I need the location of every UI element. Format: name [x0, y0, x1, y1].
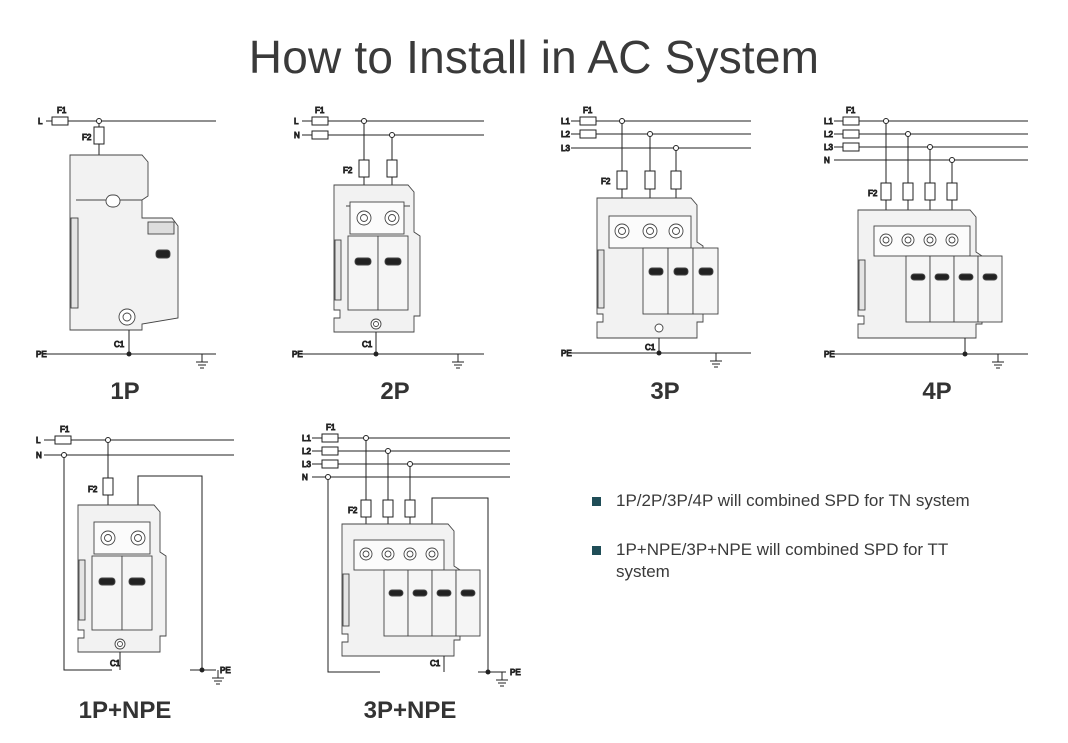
page-title: How to Install in AC System [248, 31, 820, 83]
label-f2: F2 [88, 485, 98, 494]
label-c1: C1 [362, 340, 373, 349]
label-f1: F1 [315, 106, 325, 115]
label-l: L [36, 436, 41, 445]
fuse-f1-icon [842, 116, 860, 126]
note-text: 1P/2P/3P/4P will combined SPD for TN sys… [616, 491, 970, 510]
label-pe: PE [220, 666, 231, 675]
fuse-f2-icon [102, 477, 114, 496]
label-l3: L3 [302, 460, 311, 469]
label-n: N [302, 473, 308, 482]
label-f2: F2 [601, 177, 611, 186]
fuse-f1-icon [311, 130, 329, 140]
label-pe: PE [36, 350, 47, 359]
fuse-f1-icon [579, 116, 597, 126]
diagram-1p: L F1 F2 C1 PE [30, 100, 230, 380]
label-l2: L2 [302, 447, 311, 456]
label-c1: C1 [645, 343, 656, 352]
fuse-f2-icon [946, 182, 958, 201]
label-f1: F1 [326, 423, 336, 432]
label-l1: L1 [302, 434, 311, 443]
label-l3: L3 [561, 144, 570, 153]
fuse-f2-icon [902, 182, 914, 201]
fuse-f1-icon [579, 129, 597, 139]
caption-1p: 1P [110, 378, 140, 405]
label-pe: PE [292, 350, 303, 359]
label-pe: PE [510, 668, 521, 677]
label-pe: PE [824, 350, 835, 359]
label-l: L [38, 117, 43, 126]
fuse-f1-icon [321, 433, 339, 443]
fuse-f1-icon [321, 459, 339, 469]
spd-module-icon [596, 197, 719, 339]
diagram-3p-npe: L1 L2 L3 N F1 F2 [298, 420, 523, 695]
label-l2: L2 [561, 130, 570, 139]
spd-module-icon [341, 523, 481, 657]
caption-2p: 2P [380, 378, 410, 405]
fuse-f1-icon [321, 446, 339, 456]
fuse-f1-icon [842, 142, 860, 152]
fuse-f2-icon [386, 159, 398, 178]
label-c1: C1 [110, 659, 121, 668]
note-item: 1P+NPE/3P+NPE will combined SPD for TT s… [592, 539, 972, 583]
label-l2: L2 [824, 130, 833, 139]
label-l1: L1 [561, 117, 570, 126]
fuse-f2-icon [360, 499, 372, 518]
fuse-f2-icon [644, 170, 656, 190]
caption-4p: 4P [922, 378, 952, 405]
label-f2: F2 [348, 506, 358, 515]
label-pe: PE [561, 349, 572, 358]
caption-3p-npe: 3P+NPE [363, 697, 457, 724]
fuse-f2-icon [880, 182, 892, 201]
spd-module-icon [69, 154, 179, 331]
fuse-f2-icon [93, 126, 105, 145]
spd-module-icon [857, 209, 1003, 339]
fuse-f1-icon [51, 116, 69, 126]
label-f1: F1 [583, 106, 593, 115]
label-f2: F2 [343, 166, 353, 175]
label-n: N [824, 156, 830, 165]
fuse-f2-icon [616, 170, 628, 190]
fuse-f2-icon [358, 159, 370, 178]
bullet-square-icon [592, 497, 601, 506]
label-f1: F1 [57, 106, 67, 115]
fuse-f2-icon [404, 499, 416, 518]
note-text: 1P+NPE/3P+NPE will combined SPD for TT s… [616, 540, 948, 581]
label-n: N [36, 451, 42, 460]
label-c1: C1 [114, 340, 125, 349]
label-f2: F2 [82, 133, 92, 142]
label-c1: C1 [430, 659, 441, 668]
ground-icon [212, 670, 224, 685]
fuse-f1-icon [311, 116, 329, 126]
fuse-f1-icon [54, 435, 72, 445]
ground-icon [496, 672, 508, 687]
fuse-f2-icon [924, 182, 936, 201]
caption-3p: 3P [650, 378, 680, 405]
label-l3: L3 [824, 143, 833, 152]
caption-1p-npe: 1P+NPE [78, 697, 172, 724]
ground-icon [196, 354, 208, 369]
ground-icon [452, 354, 464, 369]
fuse-f1-icon [842, 129, 860, 139]
bullet-square-icon [592, 546, 601, 555]
notes-list: 1P/2P/3P/4P will combined SPD for TN sys… [592, 490, 972, 610]
fuse-f2-icon [670, 170, 682, 190]
note-item: 1P/2P/3P/4P will combined SPD for TN sys… [592, 490, 972, 512]
label-l1: L1 [824, 117, 833, 126]
diagram-2p: L N F1 F2 C1 PE [288, 100, 488, 380]
label-n: N [294, 131, 300, 140]
diagram-4p: L1 L2 L3 N F1 F2 [818, 100, 1048, 380]
diagram-3p: L1 L2 L3 F1 F2 [555, 100, 755, 380]
spd-module-icon [333, 184, 421, 333]
fuse-f2-icon [382, 499, 394, 518]
label-l: L [294, 117, 299, 126]
label-f2: F2 [868, 189, 878, 198]
ground-icon [710, 353, 722, 368]
label-f1: F1 [60, 425, 70, 434]
ground-icon [992, 354, 1004, 369]
label-f1: F1 [846, 106, 856, 115]
diagram-1p-npe: L N F1 F2 C1 PE [30, 420, 250, 695]
spd-module-icon [77, 504, 167, 653]
